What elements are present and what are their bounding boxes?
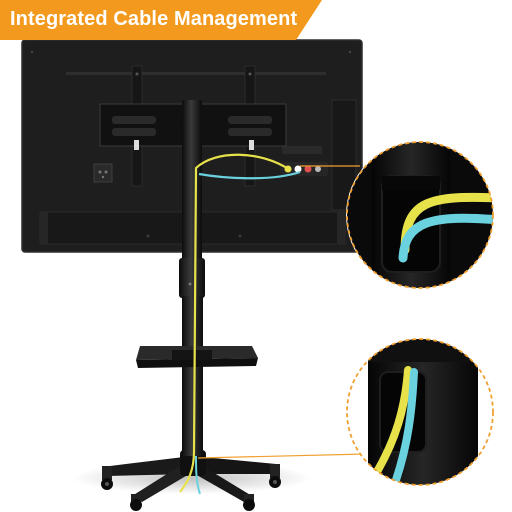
banner-title: Integrated Cable Management (10, 8, 298, 30)
stand-pole (179, 100, 205, 456)
caster-wheel (101, 464, 281, 511)
cable-yellow (179, 153, 291, 493)
shelf (136, 346, 258, 368)
callout-zoom-top (346, 141, 494, 289)
title-banner: Integrated Cable Management (0, 0, 322, 40)
cable-cyan (198, 170, 301, 180)
callout-zoom-bottom (346, 338, 494, 486)
